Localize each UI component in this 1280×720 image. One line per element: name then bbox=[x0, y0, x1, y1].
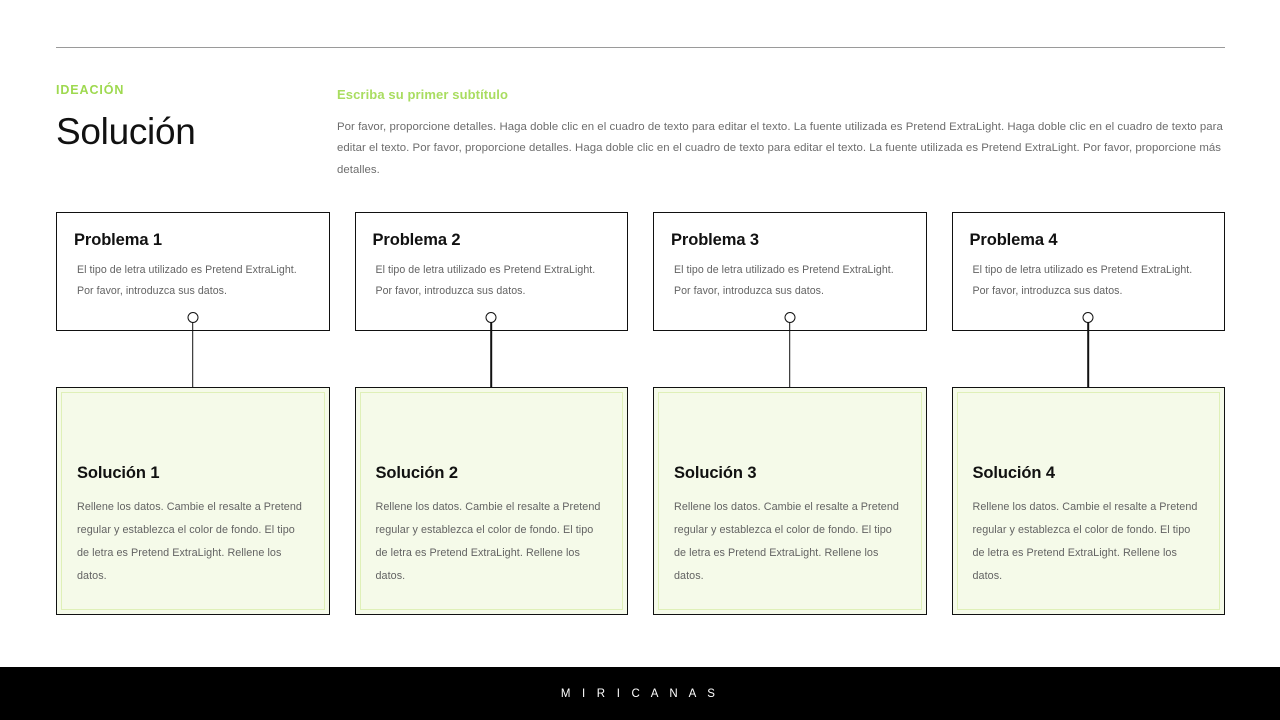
column-1: Problema 1 El tipo de letra utilizado es… bbox=[56, 212, 330, 615]
solution-body: Rellene los datos. Cambie el resalte a P… bbox=[972, 501, 1198, 582]
header-divider bbox=[56, 47, 1225, 48]
column-4: Problema 4 El tipo de letra utilizado es… bbox=[951, 212, 1226, 615]
problem-title: Problema 2 bbox=[372, 231, 461, 249]
solution-content: Solución 2 Rellene los datos. Cambie el … bbox=[356, 464, 628, 588]
connector-node-top-icon bbox=[784, 312, 796, 323]
problem-body: El tipo de letra utilizado es Pretend Ex… bbox=[77, 264, 297, 297]
problem-body: El tipo de letra utilizado es Pretend Ex… bbox=[674, 264, 894, 297]
solution-title: Solución 2 bbox=[375, 464, 459, 482]
section-eyebrow-label: IDEACIÓN bbox=[56, 83, 125, 97]
column-3: Problema 3 El tipo de letra utilizado es… bbox=[653, 212, 927, 615]
connector-line bbox=[191, 314, 194, 422]
problem-card[interactable]: Problema 4 El tipo de letra utilizado es… bbox=[951, 212, 1225, 331]
problem-card[interactable]: Problema 3 El tipo de letra utilizado es… bbox=[653, 212, 927, 331]
column-2: Problema 2 El tipo de letra utilizado es… bbox=[354, 212, 629, 615]
footer-bar: M I R I C A N A S bbox=[0, 667, 1280, 720]
solution-body: Rellene los datos. Cambie el resalte a P… bbox=[77, 501, 302, 582]
solution-card[interactable]: Solución 3 Rellene los datos. Cambie el … bbox=[653, 387, 927, 615]
solution-body: Rellene los datos. Cambie el resalte a P… bbox=[674, 501, 899, 582]
problem-card[interactable]: Problema 1 El tipo de letra utilizado es… bbox=[56, 212, 330, 331]
solution-title: Solución 4 bbox=[972, 464, 1056, 482]
connector-1 bbox=[56, 312, 330, 431]
solution-card[interactable]: Solución 4 Rellene los datos. Cambie el … bbox=[951, 387, 1225, 615]
header-left-block: IDEACIÓN Solución bbox=[56, 84, 316, 155]
connector-3 bbox=[653, 312, 927, 431]
solution-title: Solución 1 bbox=[77, 464, 160, 482]
solution-content: Solución 3 Rellene los datos. Cambie el … bbox=[654, 464, 926, 588]
problem-card[interactable]: Problema 2 El tipo de letra utilizado es… bbox=[354, 212, 628, 331]
problem-solution-grid: Problema 1 El tipo de letra utilizado es… bbox=[56, 212, 1225, 615]
solution-content: Solución 4 Rellene los datos. Cambie el … bbox=[953, 464, 1225, 588]
solution-body: Rellene los datos. Cambie el resalte a P… bbox=[375, 501, 601, 582]
connector-4 bbox=[952, 312, 1226, 431]
connector-node-top-icon bbox=[485, 312, 497, 323]
solution-card[interactable]: Solución 1 Rellene los datos. Cambie el … bbox=[56, 387, 330, 615]
problem-body: El tipo de letra utilizado es Pretend Ex… bbox=[972, 264, 1193, 297]
problem-body: El tipo de letra utilizado es Pretend Ex… bbox=[375, 264, 596, 297]
lead-paragraph: Por favor, proporcione detalles. Haga do… bbox=[337, 120, 1223, 177]
problem-title: Problema 1 bbox=[74, 231, 162, 249]
header-right-block: Escriba su primer subtítulo Por favor, p… bbox=[337, 87, 1227, 182]
connector-node-top-icon bbox=[187, 312, 199, 323]
page-title: Solución bbox=[56, 110, 196, 152]
connector-line bbox=[788, 314, 791, 422]
solution-card[interactable]: Solución 2 Rellene los datos. Cambie el … bbox=[354, 387, 628, 615]
subtitle-text: Escriba su primer subtítulo bbox=[337, 87, 509, 102]
problem-title: Problema 3 bbox=[671, 231, 759, 249]
problem-title: Problema 4 bbox=[969, 231, 1058, 249]
connector-line bbox=[1087, 314, 1090, 422]
solution-title: Solución 3 bbox=[674, 464, 757, 482]
connector-line bbox=[490, 314, 493, 422]
solution-content: Solución 1 Rellene los datos. Cambie el … bbox=[57, 464, 329, 588]
connector-2 bbox=[355, 312, 629, 431]
footer-brand: M I R I C A N A S bbox=[560, 687, 720, 700]
connector-node-top-icon bbox=[1082, 312, 1094, 323]
